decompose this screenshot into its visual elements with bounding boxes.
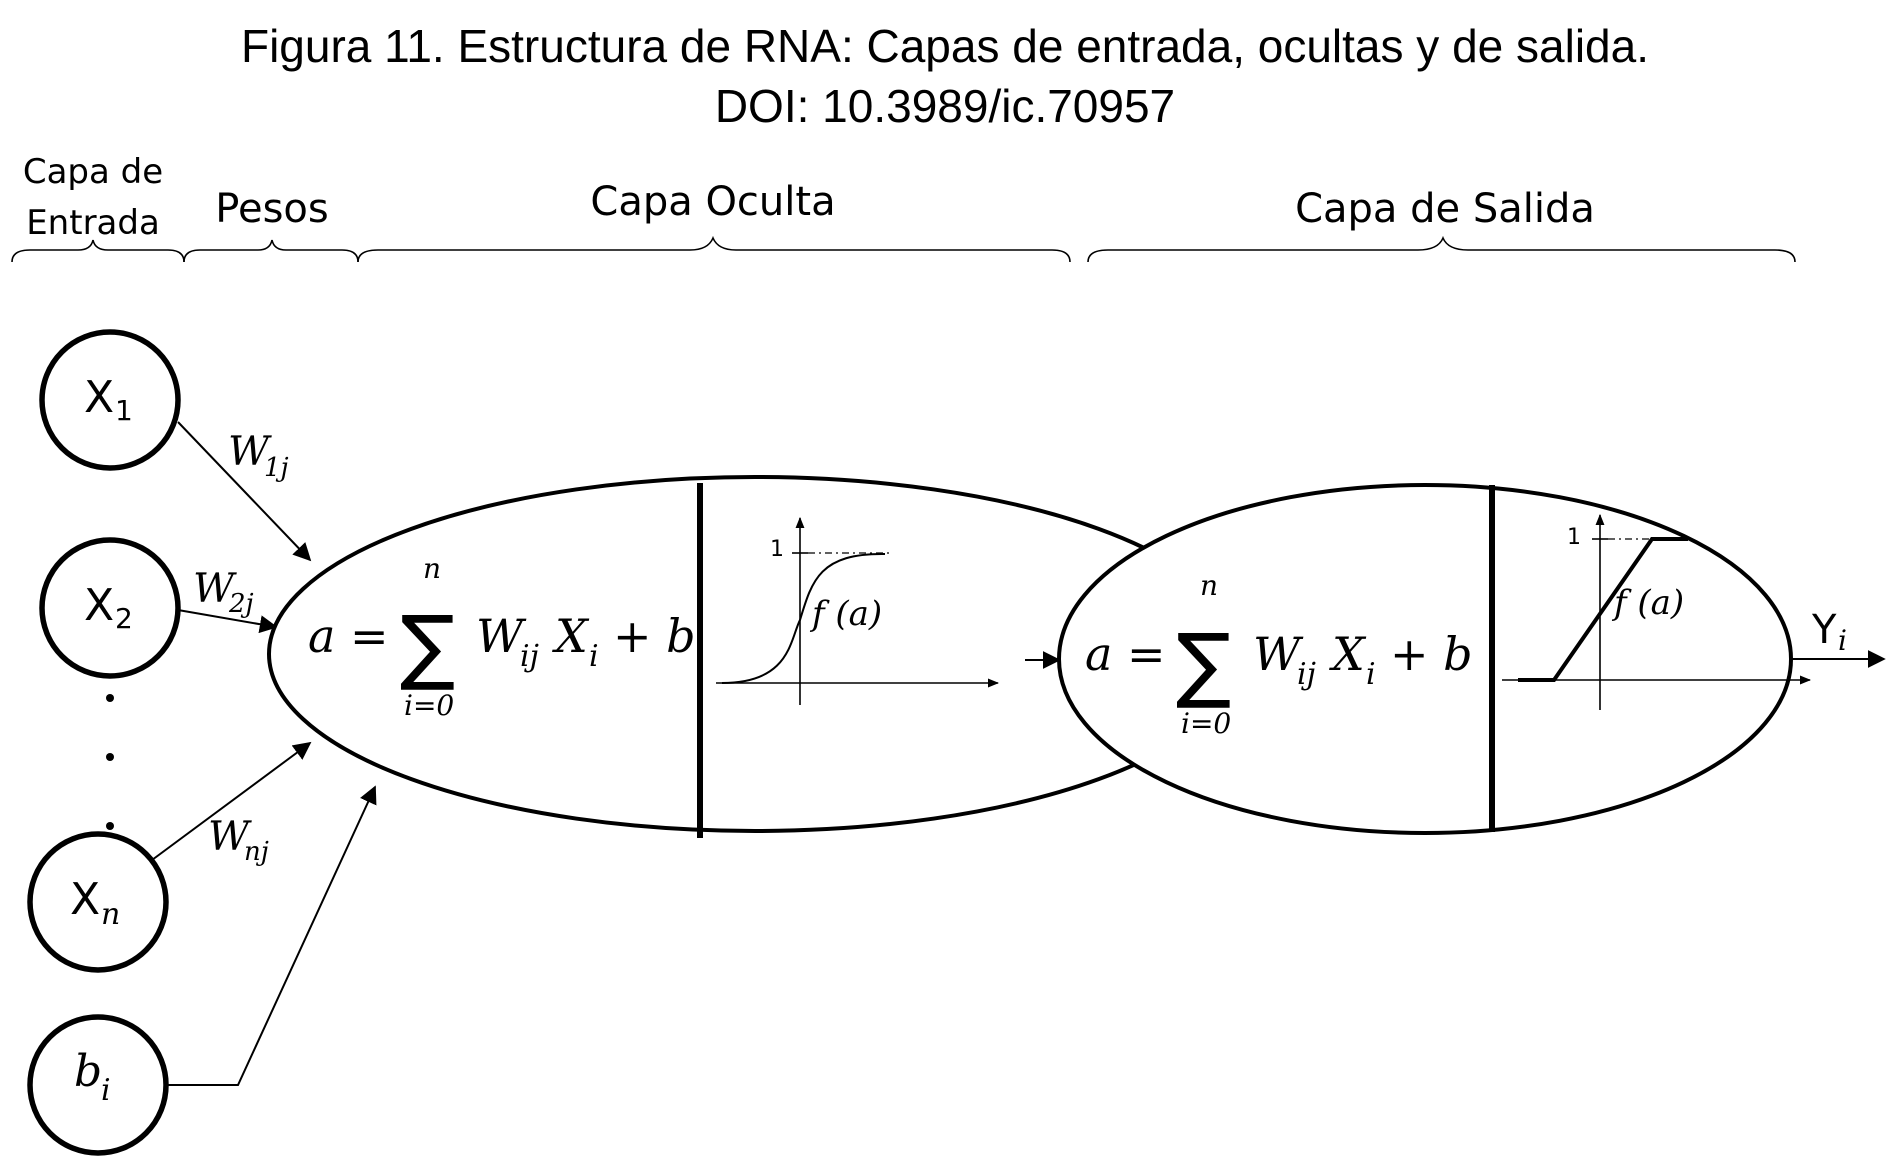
ellipsis-dots — [106, 694, 114, 830]
weights-label: Pesos — [215, 186, 328, 232]
sigmoid-label: f (a) — [809, 594, 882, 634]
w2-sub: 2j — [228, 589, 254, 619]
w1-sub: 1j — [264, 453, 289, 483]
bias-sub: i — [101, 1073, 111, 1108]
connection-x2 — [177, 609, 278, 634]
input-node-x1: X 1 — [39, 329, 181, 471]
weights-brace — [183, 239, 359, 263]
hidden-sigma: ∑ — [400, 599, 455, 694]
x2-sub: 2 — [115, 602, 133, 635]
w1-base: W — [228, 429, 272, 475]
output-sigma: ∑ — [1176, 617, 1231, 712]
output-x-sub: i — [1366, 657, 1376, 692]
hidden-w-sub: ij — [520, 639, 539, 674]
w2-base: W — [193, 566, 237, 612]
sigmoid-curve — [721, 552, 886, 684]
linear-curve — [1518, 537, 1688, 682]
wn-base: W — [208, 814, 252, 860]
figure-title: Figura 11. Estructura de RNA: Capas de e… — [241, 20, 1649, 72]
hidden-x-base: X — [552, 609, 590, 663]
weight-label-wn: W nj — [208, 814, 269, 867]
connection-xn — [151, 741, 312, 861]
x2-base: X — [84, 580, 114, 631]
hidden-neuron: a = n ∑ i=0 W ij X i + b 1 f (a) — [267, 475, 1243, 838]
linear-label: f (a) — [1611, 583, 1684, 623]
connection-x1 — [177, 421, 312, 562]
hidden-lower-limit: i=0 — [404, 689, 454, 722]
weight-label-w1: W 1j — [228, 429, 289, 483]
hidden-bias-term: + b — [613, 609, 696, 663]
output-lower-limit: i=0 — [1181, 707, 1231, 740]
output-equation: a = n ∑ i=0 W ij X i + b — [1085, 569, 1473, 740]
xn-sub: n — [101, 897, 120, 932]
output-x-base: X — [1329, 627, 1367, 681]
x1-base: X — [84, 372, 114, 423]
hidden-layer-label: Capa Oculta — [590, 179, 835, 225]
hidden-upper-limit: n — [423, 552, 441, 585]
output-layer-brace — [1087, 235, 1796, 263]
bias-node: b i — [27, 1014, 169, 1156]
input-node-xn: X n — [27, 831, 169, 973]
linear-max-tick: 1 — [1567, 525, 1581, 550]
output-sub: i — [1838, 624, 1847, 657]
output-w-base: W — [1253, 627, 1304, 681]
hidden-x-sub: i — [589, 639, 599, 674]
hidden-w-base: W — [476, 609, 527, 663]
hidden-layer-brace — [357, 235, 1071, 263]
output-layer-label: Capa de Salida — [1295, 186, 1595, 232]
sigmoid-plot — [716, 516, 1000, 705]
connection-bias — [166, 785, 377, 1086]
sigmoid-max-tick: 1 — [770, 537, 784, 562]
wn-sub: nj — [244, 837, 269, 867]
input-layer-label-line1: Capa de — [23, 152, 163, 192]
bias-base: b — [74, 1046, 102, 1097]
output-neuron: a = n ∑ i=0 W ij X i + b 1 f (a) — [1057, 483, 1812, 835]
figure-doi: DOI: 10.3989/ic.70957 — [715, 80, 1175, 132]
hidden-equation: a = n ∑ i=0 W ij X i + b — [308, 552, 696, 722]
input-layer-brace — [11, 239, 185, 263]
linear-plot — [1502, 513, 1812, 710]
output-label: Y i — [1811, 607, 1847, 657]
output-base: Y — [1811, 607, 1837, 653]
xn-base: X — [70, 874, 100, 925]
input-node-x2: X 2 — [39, 537, 181, 679]
input-layer-label-line2: Entrada — [26, 203, 160, 243]
output-upper-limit: n — [1200, 569, 1218, 602]
output-lhs: a = — [1085, 627, 1166, 681]
hidden-lhs: a = — [308, 609, 389, 663]
output-bias-term: + b — [1390, 627, 1473, 681]
output-w-sub: ij — [1297, 657, 1316, 692]
x1-sub: 1 — [115, 394, 133, 427]
weight-label-w2: W 2j — [193, 566, 254, 619]
